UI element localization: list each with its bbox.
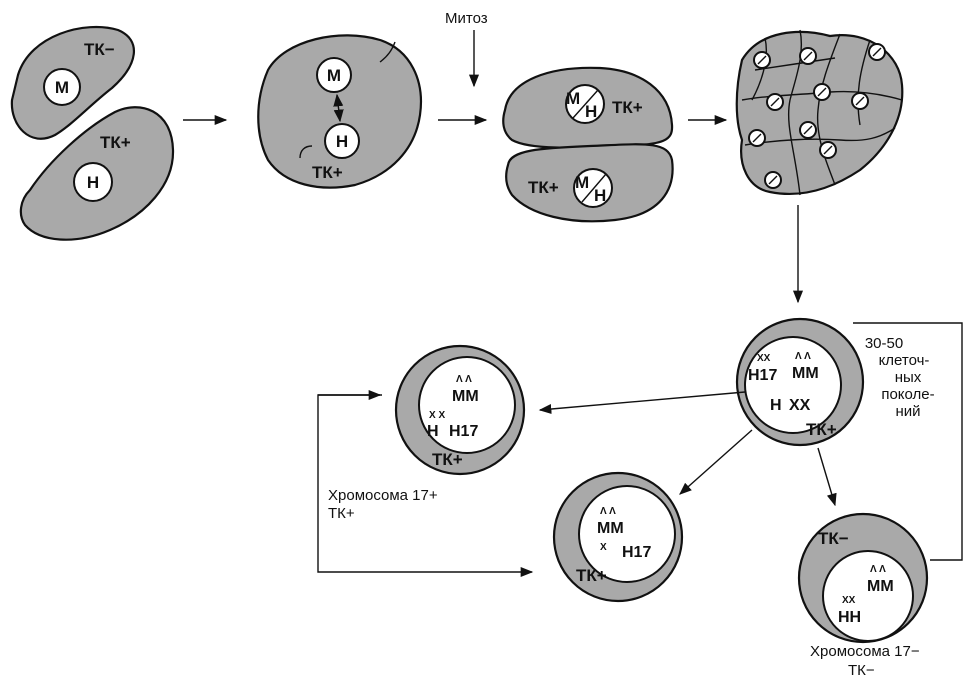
label-tk-plus-stage1: ТК+ <box>100 133 131 152</box>
stage-1-separate-cells: М ТК− Н ТК+ <box>10 25 175 241</box>
heterokaryon-label-m: М <box>327 66 341 85</box>
clone-left-mouse-marks: Λ Λ <box>456 374 472 385</box>
clone-left-nucleus <box>418 356 516 454</box>
hybrid-bottom-h: Н <box>594 186 606 205</box>
clone-right-mm: ММ <box>867 578 894 595</box>
generations-line-1: 30-50 <box>865 335 903 352</box>
clone-chromosome17-minus: ТК− Λ Λ ММ XX НН <box>797 512 929 644</box>
caption-tk-minus: ТК− <box>848 662 875 679</box>
nucleus-label-h: Н <box>87 173 99 192</box>
chromosome-label-mm: ММ <box>792 365 819 382</box>
label-tk-plus-stage2: ТК+ <box>312 163 343 182</box>
chromosome-label-h: Н <box>770 397 782 414</box>
chromosome-pair-h17: XX <box>757 353 771 364</box>
chromosome-label-h17: Н17 <box>748 367 777 384</box>
hybrid-top-h: Н <box>585 102 597 121</box>
mouse-nucleus-heterokaryon <box>316 57 352 93</box>
clone-middle-mm: ММ <box>597 520 624 537</box>
human-nucleus-heterokaryon <box>324 123 360 159</box>
clone-chromosome17-plus: Λ Λ ММ X X Н Н17 ТК+ <box>394 344 526 476</box>
hybrid-bottom-divider <box>581 173 607 203</box>
heterokaryon-label-h: Н <box>336 132 348 151</box>
nucleus-label-m: М <box>55 78 69 97</box>
generations-bracket <box>853 322 963 561</box>
clone-right-x-marks: XX <box>842 595 856 606</box>
hybrid-top-divider <box>572 89 599 119</box>
colony-nucleus-slashes <box>752 47 882 185</box>
clone-right-hh: НН <box>838 609 861 626</box>
fusion-seam-bottom <box>299 145 313 159</box>
label-tk-plus-hybrid: ТК+ <box>806 420 837 439</box>
arrow-to-right-clone <box>817 447 837 507</box>
clone-left-x-marks: X X <box>429 410 445 421</box>
label-tk-minus-stage1: ТК− <box>84 40 115 59</box>
hybrid-cell-with-chromosomes: XX Н17 Λ Λ ММ Н XX ТК+ <box>735 317 865 447</box>
hybrid-nucleus <box>744 336 842 434</box>
fusion-seam-top <box>379 41 396 63</box>
clone-left-h17: Н17 <box>449 423 478 440</box>
label-tk-plus-stage3-top: ТК+ <box>612 98 643 117</box>
arrow-to-middle-clone <box>679 429 753 495</box>
nuclear-fusion-arrow <box>333 93 344 123</box>
caption-chromosome17-plus: Хромосома 17+ <box>328 487 438 504</box>
caption-chromosome17-minus: Хромосома 17− <box>810 643 920 660</box>
mouse-nucleus <box>43 68 81 106</box>
clone-left-h: Н <box>427 423 439 440</box>
clone-middle-h17: Н17 <box>622 544 651 561</box>
mitosis-label: Митоз <box>445 10 488 27</box>
label-tk-plus-clone-left: ТК+ <box>432 450 463 469</box>
stage-2-heterokaryon: М Н ТК+ <box>257 34 422 189</box>
generations-line-3: ных <box>895 369 922 386</box>
clone-middle-x-mark: X <box>600 542 607 553</box>
label-tk-minus-clone-right: ТК− <box>818 529 849 548</box>
generations-line-2: клеточ- <box>879 352 930 369</box>
stage-4-hybrid-colony <box>735 29 904 196</box>
label-tk-plus-clone-middle: ТК+ <box>576 566 607 585</box>
hybrid-top-m: М <box>566 89 580 108</box>
clone-middle: Λ Λ ММ X Н17 ТК+ <box>552 471 684 603</box>
caption-tk-plus: ТК+ <box>328 505 355 522</box>
mouse-chromosome-marks: Λ Λ <box>795 351 811 362</box>
human-nucleus <box>73 162 113 202</box>
arrow-to-left-clone <box>538 391 746 415</box>
stage-3-hybrid-division: М Н ТК+ М Н ТК+ <box>502 66 674 223</box>
clone-left-mm: ММ <box>452 388 479 405</box>
clone-middle-mouse-marks: Λ Λ <box>600 506 616 517</box>
generations-note: 30-50 клеточ- ных поколе- ний <box>865 335 935 420</box>
clone-right-nucleus <box>822 550 914 642</box>
clone-middle-nucleus <box>578 485 676 583</box>
chromosome-pair-xx: XX <box>789 397 811 414</box>
label-tk-plus-stage3-bottom: ТК+ <box>528 178 559 197</box>
hybrid-bottom-m: М <box>575 173 589 192</box>
generations-line-4: поколе- <box>881 386 934 403</box>
generations-line-5: ний <box>895 403 920 420</box>
clone-right-mouse-marks: Λ Λ <box>870 564 886 575</box>
